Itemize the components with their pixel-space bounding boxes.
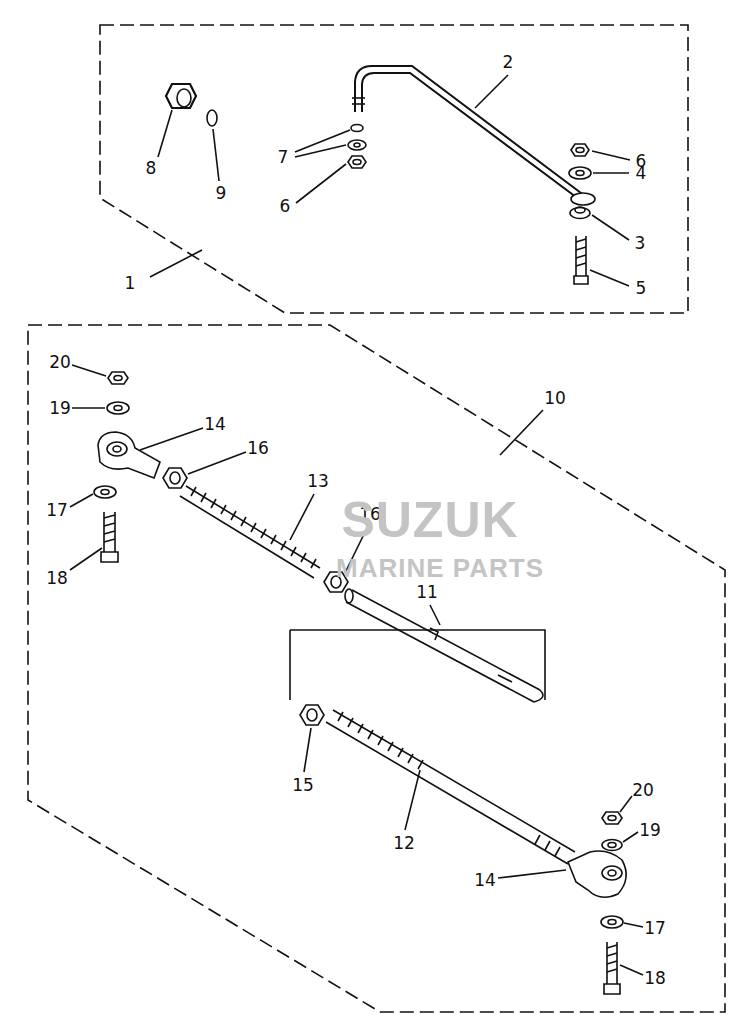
callout-number: 18 [644, 970, 666, 987]
callout-number: 1 [125, 275, 136, 292]
group-outline [100, 25, 688, 313]
callout-number: 7 [278, 149, 289, 166]
callout-number: 19 [639, 822, 661, 839]
watermark: SUZUK [341, 495, 518, 545]
callout-number: 20 [49, 354, 71, 371]
callout-number: 20 [632, 782, 654, 799]
group-outline [28, 325, 725, 1012]
callout-number: 3 [635, 235, 646, 252]
callout-number: 5 [636, 280, 647, 297]
callout-number: 8 [146, 160, 157, 177]
callout-number: 14 [474, 872, 496, 889]
callout-number: 17 [46, 502, 68, 519]
callout-number: 13 [307, 473, 329, 490]
callout-number: 17 [644, 920, 666, 937]
callout-number: 6 [280, 198, 291, 215]
callout-number: 15 [292, 777, 314, 794]
watermark: MARINE PARTS [336, 555, 544, 581]
callout-number: 6 [636, 153, 647, 170]
callout-number: 10 [544, 390, 566, 407]
callout-number: 14 [204, 416, 226, 433]
callout-number: 2 [503, 54, 514, 71]
callout-number: 9 [216, 185, 227, 202]
callout-number: 12 [393, 835, 415, 852]
callout-number: 11 [416, 584, 438, 601]
callout-number: 18 [46, 570, 68, 587]
callout-number: 19 [49, 400, 71, 417]
callout-number: 16 [247, 440, 269, 457]
